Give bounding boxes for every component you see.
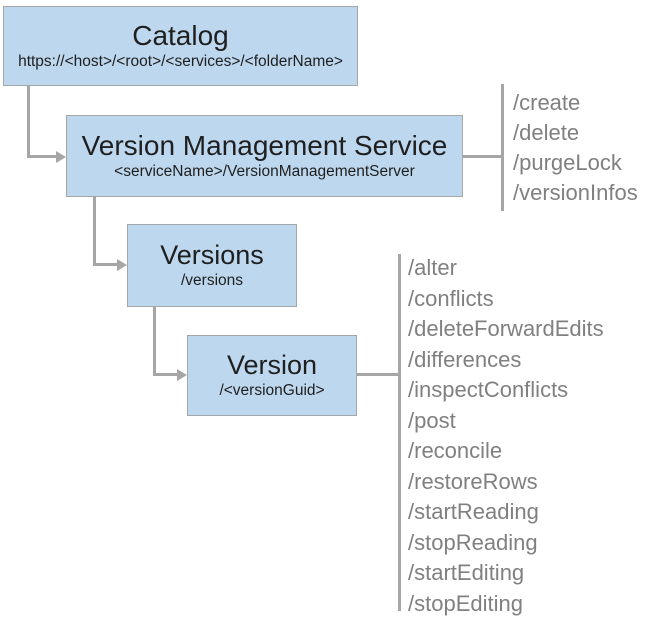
connector-vms-to-versions-horizontal [93, 263, 119, 266]
operation-label: /alter [408, 255, 457, 280]
operation-label: /deleteForwardEdits [408, 316, 604, 341]
operation-label: /reconcile [408, 438, 503, 463]
catalog-node-url-template: https://<host>/<root>/<services>/<folder… [18, 53, 343, 71]
version-operations-list: /alter /conflicts /deleteForwardEdits /d… [408, 253, 604, 617]
operation-label: /startEditing [408, 560, 525, 585]
operation-label: /differences [408, 346, 522, 372]
version-management-service-node: Version Management Service <serviceName>… [66, 115, 463, 197]
arrow-right-icon [56, 150, 66, 163]
catalog-node: Catalog https://<host>/<root>/<services>… [3, 6, 358, 86]
operation-label: /restoreRows [408, 468, 538, 494]
operation-label: /startReading [408, 499, 539, 524]
connector-catalog-to-vms-horizontal [27, 155, 58, 158]
operation-label: /inspectConflicts [408, 377, 569, 402]
version-node-title: Version [226, 349, 318, 380]
arrow-right-icon [177, 368, 187, 381]
operation-label: /conflicts [408, 285, 494, 311]
operation-label: /purgeLock [513, 150, 622, 175]
operation-label: /stopEditing [408, 590, 523, 616]
version-management-service-node-title: Version Management Service [81, 129, 448, 161]
connector-version-to-operations [356, 373, 399, 376]
operation-label: /post [408, 407, 456, 433]
version-node: Version /<versionGuid> [187, 335, 357, 416]
connector-vms-to-versions-vertical [93, 196, 96, 266]
version-operations-rail [398, 254, 401, 611]
connector-versions-to-version-horizontal [153, 373, 179, 376]
arrow-right-icon [117, 258, 127, 271]
versions-node-path: /versions [180, 271, 244, 289]
connector-vms-to-operations [462, 155, 502, 158]
connector-catalog-to-vms-vertical [27, 85, 30, 158]
versions-node: Versions /versions [127, 224, 297, 307]
operation-label: /stopReading [408, 529, 538, 555]
connector-versions-to-version-vertical [153, 306, 156, 376]
operation-label: /delete [513, 120, 580, 145]
version-node-path: /<versionGuid> [219, 381, 325, 399]
operation-label: /versionInfos [513, 180, 638, 205]
vms-operations-list: /create /delete /purgeLock /versionInfos [513, 88, 638, 208]
version-management-service-node-path: <serviceName>/VersionManagementServer [114, 163, 415, 181]
catalog-node-title: Catalog [132, 19, 229, 51]
operation-label: /create [513, 90, 581, 115]
versions-node-title: Versions [160, 239, 264, 270]
vms-operations-rail [501, 84, 504, 211]
